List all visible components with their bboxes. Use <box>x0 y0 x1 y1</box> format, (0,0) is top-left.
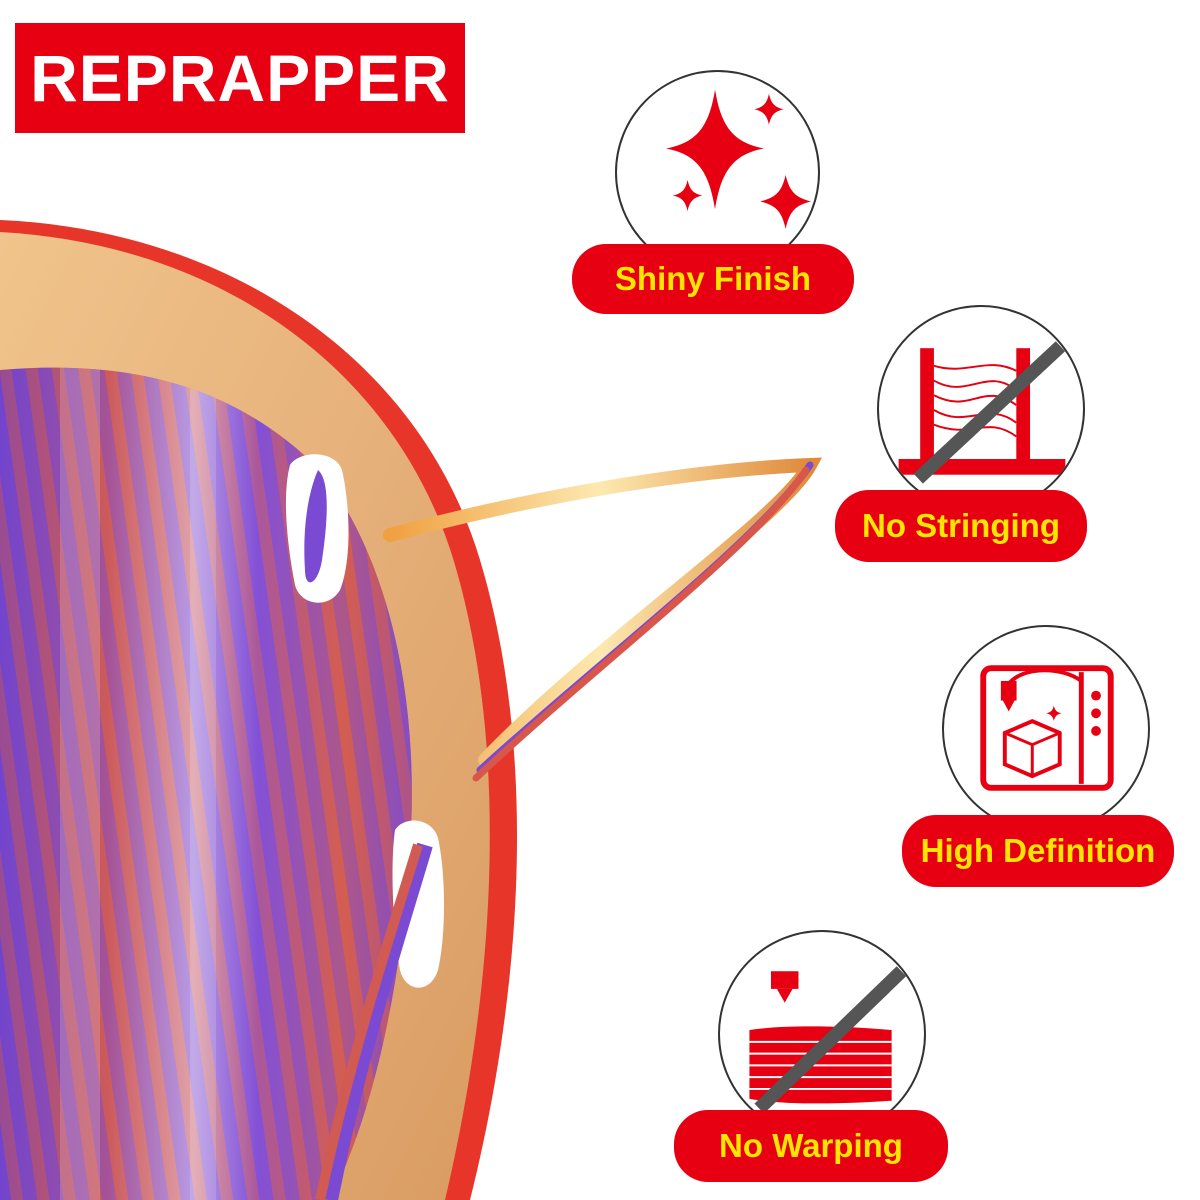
sparkle-icon <box>666 89 812 229</box>
printer-icon <box>980 665 1114 791</box>
feature-icon-circle <box>877 305 1085 513</box>
feature-label: Shiny Finish <box>614 260 812 297</box>
brand-logo: REPRAPPER <box>15 23 465 133</box>
feature-label: No Stringing <box>862 507 1060 544</box>
feature-icon-circle <box>718 930 926 1138</box>
feature-label: No Warping <box>719 1127 903 1164</box>
feature-label-pill: No Stringing <box>835 490 1087 562</box>
feature-no-warping: No Warping <box>670 930 970 1190</box>
brand-name: REPRAPPER <box>30 41 450 115</box>
feature-label-pill: Shiny Finish <box>572 244 854 314</box>
feature-label-pill: High Definition <box>902 815 1174 887</box>
no-stringing-icon <box>898 341 1066 484</box>
no-warping-icon <box>749 966 907 1114</box>
feature-icon-circle <box>615 70 820 275</box>
feature-high-definition: High Definition <box>900 625 1190 895</box>
feature-icon-circle <box>942 625 1150 833</box>
feature-label-pill: No Warping <box>674 1110 948 1182</box>
feature-label: High Definition <box>920 832 1156 869</box>
feature-shiny-finish: Shiny Finish <box>570 70 860 320</box>
feature-no-stringing: No Stringing <box>835 305 1125 565</box>
